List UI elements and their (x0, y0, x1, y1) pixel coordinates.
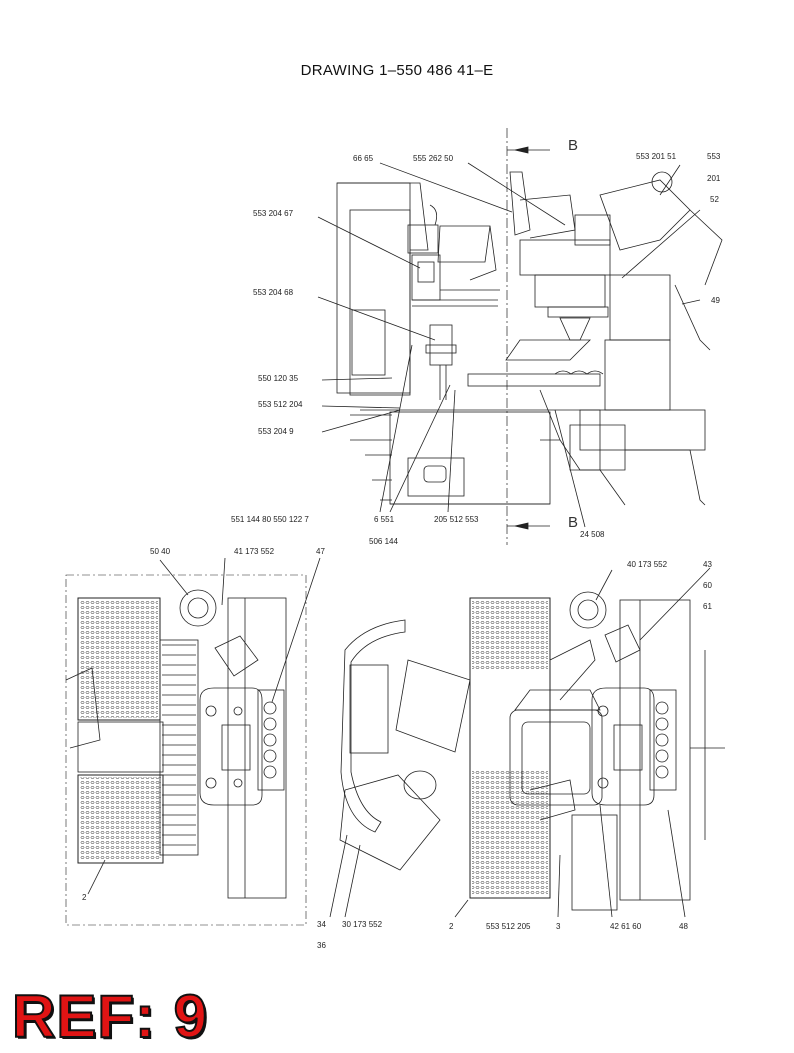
callout-label: 60 (703, 581, 712, 590)
drawing-title: DRAWING 1–550 486 41–E (300, 62, 494, 79)
callout-label: 553 204 9 (258, 427, 294, 436)
callout-label: 48 (679, 922, 688, 931)
callout-label: 555 262 50 (413, 154, 454, 163)
section-marker-top: B (568, 137, 579, 154)
reference-label: REF: 9 (11, 982, 209, 1051)
callout-label: 553 204 68 (253, 288, 294, 297)
callout-label: 553 512 205 (486, 922, 531, 931)
callout-label: 553 204 67 (253, 209, 294, 218)
section-marker-bottom: B (568, 514, 579, 531)
callout-label: 201 (707, 174, 721, 183)
callout-label: 3 (556, 922, 561, 931)
callout-label: 205 512 553 (434, 515, 479, 524)
callout-label: 61 (703, 602, 712, 611)
callout-label: 52 (710, 195, 719, 204)
callout-label: 24 508 (580, 530, 605, 539)
callout-label: 36 (317, 941, 326, 950)
left-plan-view (65, 557, 321, 926)
callout-label: 66 65 (353, 154, 374, 163)
side-view (317, 128, 723, 545)
callout-label: 50 40 (150, 547, 171, 556)
callout-label: 49 (711, 296, 720, 305)
right-plan-view (329, 567, 725, 918)
callout-label: 40 173 552 (627, 560, 668, 569)
callout-label: 553 201 51 (636, 152, 677, 161)
callout-label: 43 (703, 560, 712, 569)
callout-label: 550 120 35 (258, 374, 299, 383)
callout-label: 2 (449, 922, 454, 931)
callout-label: 6 551 (374, 515, 395, 524)
callout-label: 41 173 552 (234, 547, 275, 556)
callout-label: 553 512 204 (258, 400, 303, 409)
callout-label: 34 (317, 920, 326, 929)
callout-label: 30 173 552 (342, 920, 383, 929)
callout-label: 42 61 60 (610, 922, 642, 931)
callout-label: 2 (82, 893, 87, 902)
callout-label: 553 (707, 152, 721, 161)
callout-label: 506 144 (369, 537, 398, 546)
callout-label: 47 (316, 547, 325, 556)
callout-label: 551 144 80 550 122 7 (231, 515, 309, 524)
